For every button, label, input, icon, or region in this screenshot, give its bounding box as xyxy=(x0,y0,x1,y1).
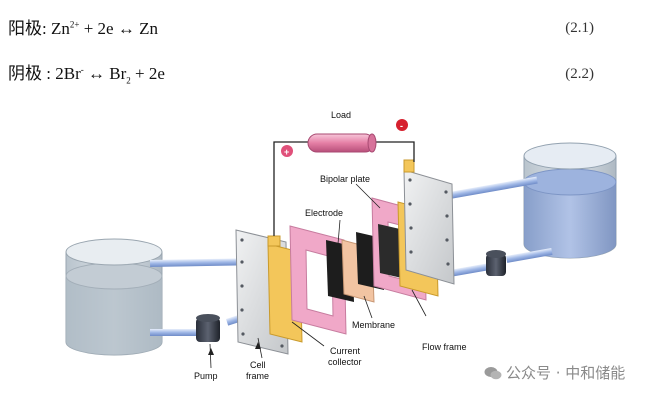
label-current-collector: Current collector xyxy=(328,346,363,367)
equation-number: (2.2) xyxy=(565,66,594,82)
equation-rhs: + 2e ↔ Zn xyxy=(79,19,158,38)
label-current-collector-line2: collector xyxy=(328,357,362,367)
label-pump: Pump xyxy=(194,371,218,381)
equation-superscript: 2+ xyxy=(69,19,80,30)
pump-right xyxy=(486,250,506,276)
equation-number: (2.1) xyxy=(565,20,594,36)
left-tank xyxy=(65,238,163,356)
label-plus: + xyxy=(284,147,289,157)
label-cell-frame-line1: Cell xyxy=(250,360,266,370)
label-cell-frame-line2: frame xyxy=(246,371,269,381)
label-minus: - xyxy=(400,121,403,131)
equation-anode: 阳极: Zn2+ + 2e ↔ Zn xyxy=(8,14,158,39)
equation-label: 阴极 : xyxy=(8,64,56,83)
label-flow-frame: Flow frame xyxy=(422,342,467,352)
label-current-collector-line1: Current xyxy=(330,346,361,356)
equation-cathode: 阴极 : 2Br- ↔ Br2 + 2e xyxy=(8,59,165,85)
watermark: 公众号 · 中和储能 xyxy=(484,362,625,383)
equation-superscript: - xyxy=(80,64,84,75)
load-resistor xyxy=(307,133,377,153)
right-tank xyxy=(523,142,617,259)
pump-left xyxy=(196,314,220,342)
equation-tail: + 2e xyxy=(130,64,165,83)
label-electrode: Electrode xyxy=(305,208,343,218)
label-membrane: Membrane xyxy=(352,320,395,330)
label-bipolar-plate: Bipolar plate xyxy=(320,174,370,184)
label-load: Load xyxy=(331,110,351,120)
equation-subscript: 2 xyxy=(126,75,131,86)
watermark-text: 公众号 · 中和储能 xyxy=(506,364,626,382)
load-circuit xyxy=(273,141,415,236)
plus-badge xyxy=(281,145,293,157)
equation-lhs: 2Br xyxy=(55,64,81,83)
equation-label: 阳极: xyxy=(8,19,51,38)
label-cell-frame: Cell frame xyxy=(246,360,269,381)
wechat-icon xyxy=(484,367,502,380)
equation-rhs: ↔ Br xyxy=(83,64,127,83)
bipolar-plate xyxy=(378,224,402,278)
equation-lhs: Zn xyxy=(50,19,70,38)
end-plate-right xyxy=(403,169,455,285)
minus-badge xyxy=(396,119,408,131)
